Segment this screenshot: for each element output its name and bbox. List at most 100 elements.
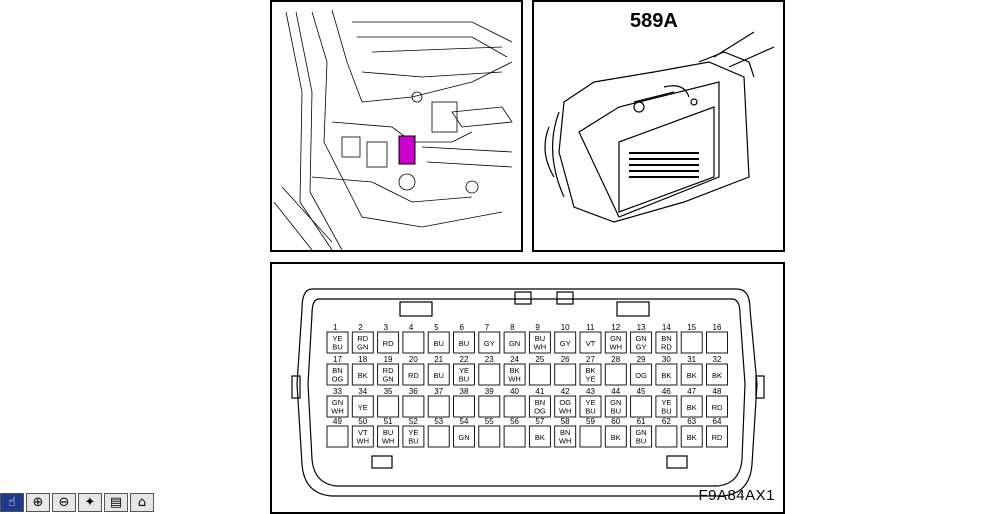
print-button[interactable]: ▤: [104, 493, 128, 512]
pin-cavity: [554, 425, 577, 448]
pin-number: 50: [358, 417, 367, 426]
pin-number: 31: [687, 355, 696, 364]
pin-cavity: [377, 363, 400, 386]
wire-color-code: BU: [585, 407, 595, 416]
pin-cavity: [453, 395, 475, 418]
pin-cavity: [351, 331, 374, 354]
pin-number: 28: [611, 355, 620, 364]
pin-number: 6: [460, 323, 465, 332]
pin-cavity: [427, 363, 450, 386]
pin-cavity: [503, 331, 526, 354]
pin-number: 10: [561, 323, 570, 332]
pin-cavity: [453, 363, 475, 386]
wire-color-code: BK: [687, 371, 697, 380]
pin-number: 64: [713, 417, 722, 426]
pin-cavity: [528, 331, 551, 354]
wire-color-code: RD: [357, 334, 368, 343]
zoom-in-button[interactable]: ⊕: [26, 493, 50, 512]
wire-color-code: YE: [358, 403, 368, 412]
pin-number: 62: [662, 417, 671, 426]
pin-cavity: [604, 363, 627, 386]
pin-number: 21: [434, 355, 443, 364]
pin-number: 18: [358, 355, 367, 364]
pin-number: 17: [333, 355, 342, 364]
engine-bay-drawing: [273, 9, 513, 250]
pin-number: 53: [434, 417, 443, 426]
wire-color-code: GN: [635, 428, 646, 437]
pin-number: 54: [460, 417, 469, 426]
wire-color-code: BU: [611, 407, 621, 416]
wire-color-code: BN: [560, 428, 570, 437]
pin-cavity: [528, 425, 551, 448]
pin-number: 60: [611, 417, 620, 426]
pin-number: 36: [409, 387, 418, 396]
wire-color-code: YE: [585, 398, 595, 407]
pin-number: 24: [510, 355, 519, 364]
pointer-hand-icon: ☝: [8, 495, 16, 510]
wire-color-code: GN: [610, 398, 621, 407]
pin-number: 39: [485, 387, 494, 396]
wire-color-code: BK: [611, 433, 621, 442]
pin-number: 29: [637, 355, 646, 364]
wire-color-code: BK: [687, 403, 697, 412]
wire-color-code: OG: [635, 371, 647, 380]
select-area-icon: ✦: [84, 495, 96, 510]
pin-number: 9: [535, 323, 540, 332]
wire-color-code: WH: [534, 343, 547, 352]
pin-number: 52: [409, 417, 418, 426]
wire-color-code: BU: [661, 407, 671, 416]
pin-number: 3: [384, 323, 389, 332]
pin-number: 15: [687, 323, 696, 332]
pin-number: 48: [713, 387, 722, 396]
pin-number: 46: [662, 387, 671, 396]
pin-number: 8: [510, 323, 515, 332]
pin-number: 25: [535, 355, 544, 364]
select-area-button[interactable]: ✦: [78, 493, 102, 512]
pin-cavity: [680, 331, 703, 354]
pin-number: 13: [637, 323, 646, 332]
pin-cavity: [326, 425, 349, 448]
zoom-in-icon: ⊕: [32, 495, 44, 510]
pin-number: 55: [485, 417, 494, 426]
wire-color-code: GY: [636, 343, 647, 352]
wire-color-code: GN: [357, 343, 368, 352]
pin-cavity: [377, 395, 400, 418]
wire-color-code: RD: [383, 339, 394, 348]
pin-cavity: [503, 363, 526, 386]
pin-number: 26: [561, 355, 570, 364]
pin-number: 30: [662, 355, 671, 364]
zoom-out-button[interactable]: ⊖: [52, 493, 76, 512]
pin-cavity: [528, 395, 551, 418]
wire-color-code: BU: [459, 375, 469, 384]
pin-cavity: [402, 395, 425, 418]
pin-cavity: [706, 425, 728, 448]
pin-cavity: [604, 395, 627, 418]
pin-cavity: [453, 425, 475, 448]
pin-number: 33: [333, 387, 342, 396]
pin-cavity: [554, 395, 577, 418]
zoom-out-icon: ⊖: [58, 495, 70, 510]
wire-color-code: WH: [559, 407, 572, 416]
home-button[interactable]: ⌂: [130, 493, 154, 512]
pin-number: 57: [535, 417, 544, 426]
wire-color-code: RD: [408, 371, 419, 380]
pin-number: 1: [333, 323, 338, 332]
pin-number: 14: [662, 323, 671, 332]
pin-cavity: [630, 331, 653, 354]
pin-number: 4: [409, 323, 414, 332]
wire-color-code: GN: [458, 433, 469, 442]
pin-number: 2: [358, 323, 363, 332]
pin-number: 41: [535, 387, 544, 396]
pin-cavity: [554, 363, 577, 386]
pointer-hand-button[interactable]: ☝: [0, 493, 24, 512]
pin-number: 59: [586, 417, 595, 426]
pin-number: 42: [561, 387, 570, 396]
pin-cavity: [427, 395, 450, 418]
pin-number: 58: [561, 417, 570, 426]
wire-color-code: BU: [535, 334, 545, 343]
wire-color-code: BU: [433, 339, 443, 348]
pin-cavity: [478, 395, 501, 418]
wire-color-code: BK: [585, 366, 595, 375]
